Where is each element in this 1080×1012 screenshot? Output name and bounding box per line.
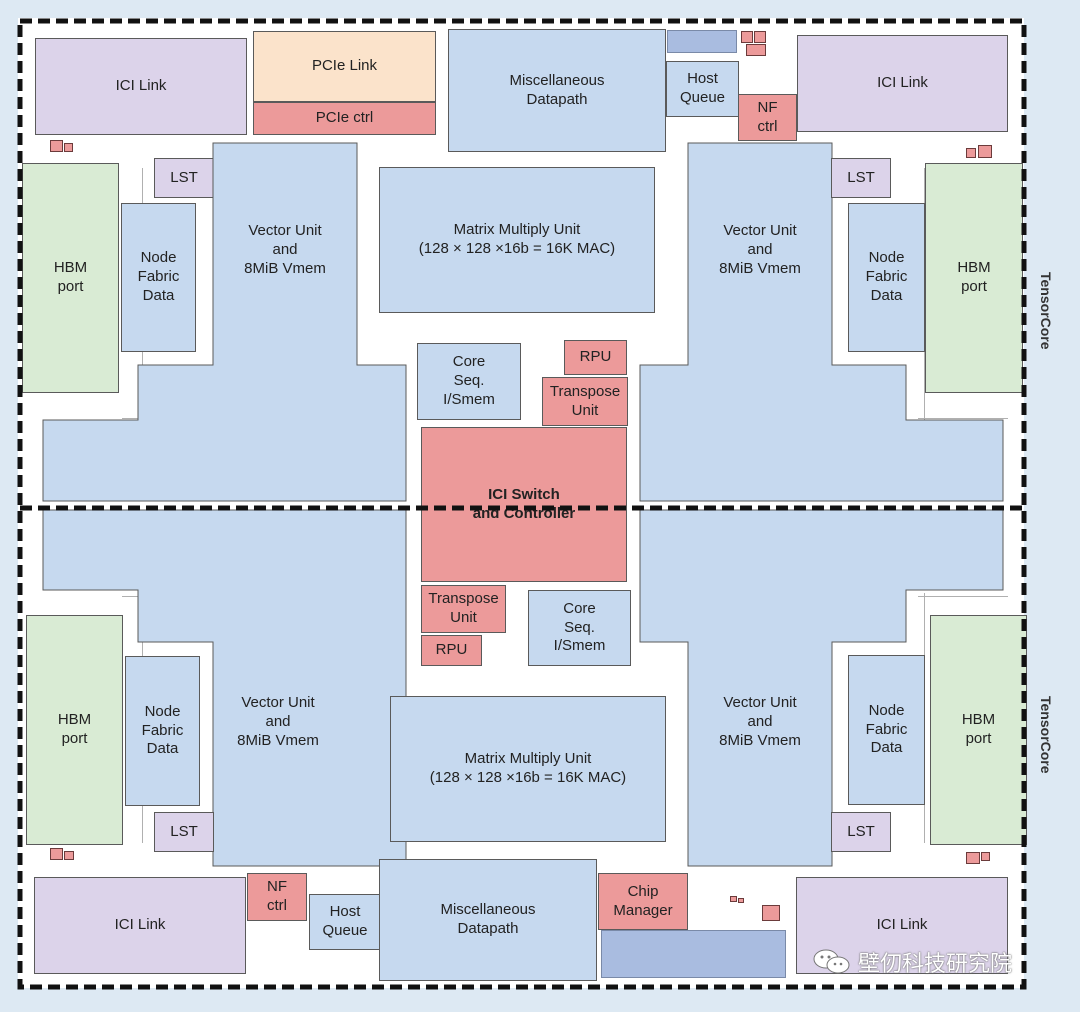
tiny-cell — [50, 848, 63, 860]
core-seq-top: Core Seq. I/Smem — [417, 343, 521, 420]
lst-bottom-left: LST — [154, 812, 214, 852]
host-queue-bottom: Host Queue — [309, 894, 381, 950]
tiny-cell — [730, 896, 737, 902]
tensorcore-label-top: TensorCore — [1038, 272, 1054, 350]
tiny-cell — [738, 898, 744, 903]
tiny-cell — [746, 44, 766, 56]
rpu-bottom: RPU — [421, 635, 482, 666]
node-fabric-data-top-right: Node Fabric Data — [848, 203, 925, 352]
rpu-top: RPU — [564, 340, 627, 375]
vector-unit-top-right: Vector Unit and 8MiB Vmem — [719, 222, 801, 277]
misc-datapath-bottom: Miscellaneous Datapath — [379, 859, 597, 981]
bottom-io-block — [601, 930, 786, 978]
transpose-unit-top: Transpose Unit — [542, 377, 628, 426]
tiny-cell — [50, 140, 63, 152]
tiny-cell — [754, 31, 766, 43]
lst-top-right: LST — [831, 158, 891, 198]
node-fabric-data-bottom-right: Node Fabric Data — [848, 655, 925, 805]
tiny-cell — [981, 852, 990, 861]
wechat-icon — [813, 949, 850, 974]
vector-unit-bottom-left: Vector Unit and 8MiB Vmem — [237, 694, 319, 749]
lst-bottom-right: LST — [831, 812, 891, 852]
ici-link-bottom-left: ICI Link — [34, 877, 246, 974]
watermark: 壁仞科技研究院 — [812, 946, 1012, 978]
tiny-cell — [64, 143, 73, 152]
matrix-multiply-unit-bottom: Matrix Multiply Unit (128 × 128 ×16b = 1… — [390, 696, 666, 842]
tiny-cell — [978, 145, 992, 158]
transpose-unit-bottom: Transpose Unit — [421, 585, 506, 633]
tiny-cell — [64, 851, 74, 860]
die-floorplan: ICI Link PCIe Link PCIe ctrl Miscellaneo… — [18, 18, 1027, 988]
tiny-cell — [966, 852, 980, 864]
watermark-text: 壁仞科技研究院 — [858, 951, 1013, 976]
tiny-cell — [762, 905, 780, 921]
tensorcore-label-bottom: TensorCore — [1038, 696, 1054, 774]
chip-manager: Chip Manager — [598, 873, 688, 930]
tiny-cell — [741, 31, 753, 43]
hbm-port-bottom-right: HBM port — [930, 615, 1027, 845]
node-fabric-data-bottom-left: Node Fabric Data — [125, 656, 200, 806]
vector-unit-bottom-right: Vector Unit and 8MiB Vmem — [719, 694, 801, 749]
hbm-port-bottom-left: HBM port — [26, 615, 123, 845]
nf-ctrl-bottom: NF ctrl — [247, 873, 307, 921]
core-seq-bottom: Core Seq. I/Smem — [528, 590, 631, 666]
hbm-port-top-right: HBM port — [925, 163, 1023, 393]
tiny-cell — [966, 148, 976, 158]
ici-switch: ICI Switch and Controller — [421, 427, 627, 582]
vector-unit-top-left: Vector Unit and 8MiB Vmem — [244, 222, 326, 277]
matrix-multiply-unit-top: Matrix Multiply Unit (128 × 128 ×16b = 1… — [379, 167, 655, 313]
